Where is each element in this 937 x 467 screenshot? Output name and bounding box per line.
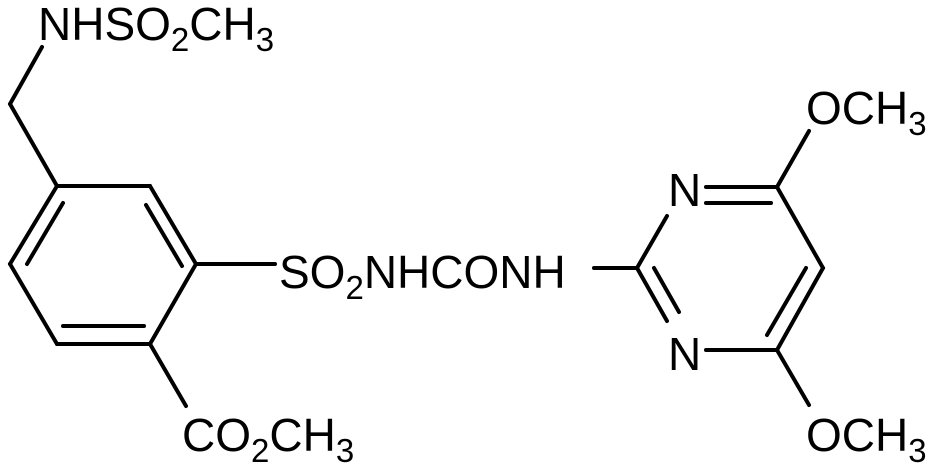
- double-bond-n3-c2: [652, 266, 681, 314]
- bond-c6-c5: [775, 185, 825, 270]
- benzene-ring: [8, 184, 198, 346]
- label-ring-n-lower: N: [668, 328, 701, 380]
- label-och3-upper: OCH3: [806, 82, 927, 142]
- bond-c4-och3: [775, 348, 811, 407]
- bond-c2-n1: [635, 214, 669, 270]
- label-nhso2ch3: NHSO2CH3: [38, 0, 274, 58]
- bond-c5-c6: [8, 184, 59, 266]
- bond-ring-ch2: [8, 102, 59, 188]
- double-bond-inner-right: [144, 203, 184, 268]
- bond-c4-c5: [8, 262, 59, 346]
- double-bond-c4-c5: [765, 266, 808, 337]
- bond-c6-och3: [775, 129, 811, 189]
- bond-ring-ester: [148, 342, 188, 408]
- label-och3-lower: OCH3: [806, 409, 927, 467]
- label-co2ch3: CO2CH3: [182, 409, 354, 467]
- bond-c1-c2: [148, 184, 198, 266]
- bond-c5-c4: [775, 266, 825, 352]
- bond-n3-c2: [635, 266, 669, 323]
- label-so2nhconh: SO2NHCONH: [279, 246, 566, 306]
- bond-c2-c3: [148, 262, 198, 346]
- label-ring-n-upper: N: [668, 164, 701, 216]
- pyrimidine-ring: [635, 185, 825, 352]
- double-bond-inner-left: [25, 201, 65, 266]
- bond-ch2-nh: [8, 45, 44, 106]
